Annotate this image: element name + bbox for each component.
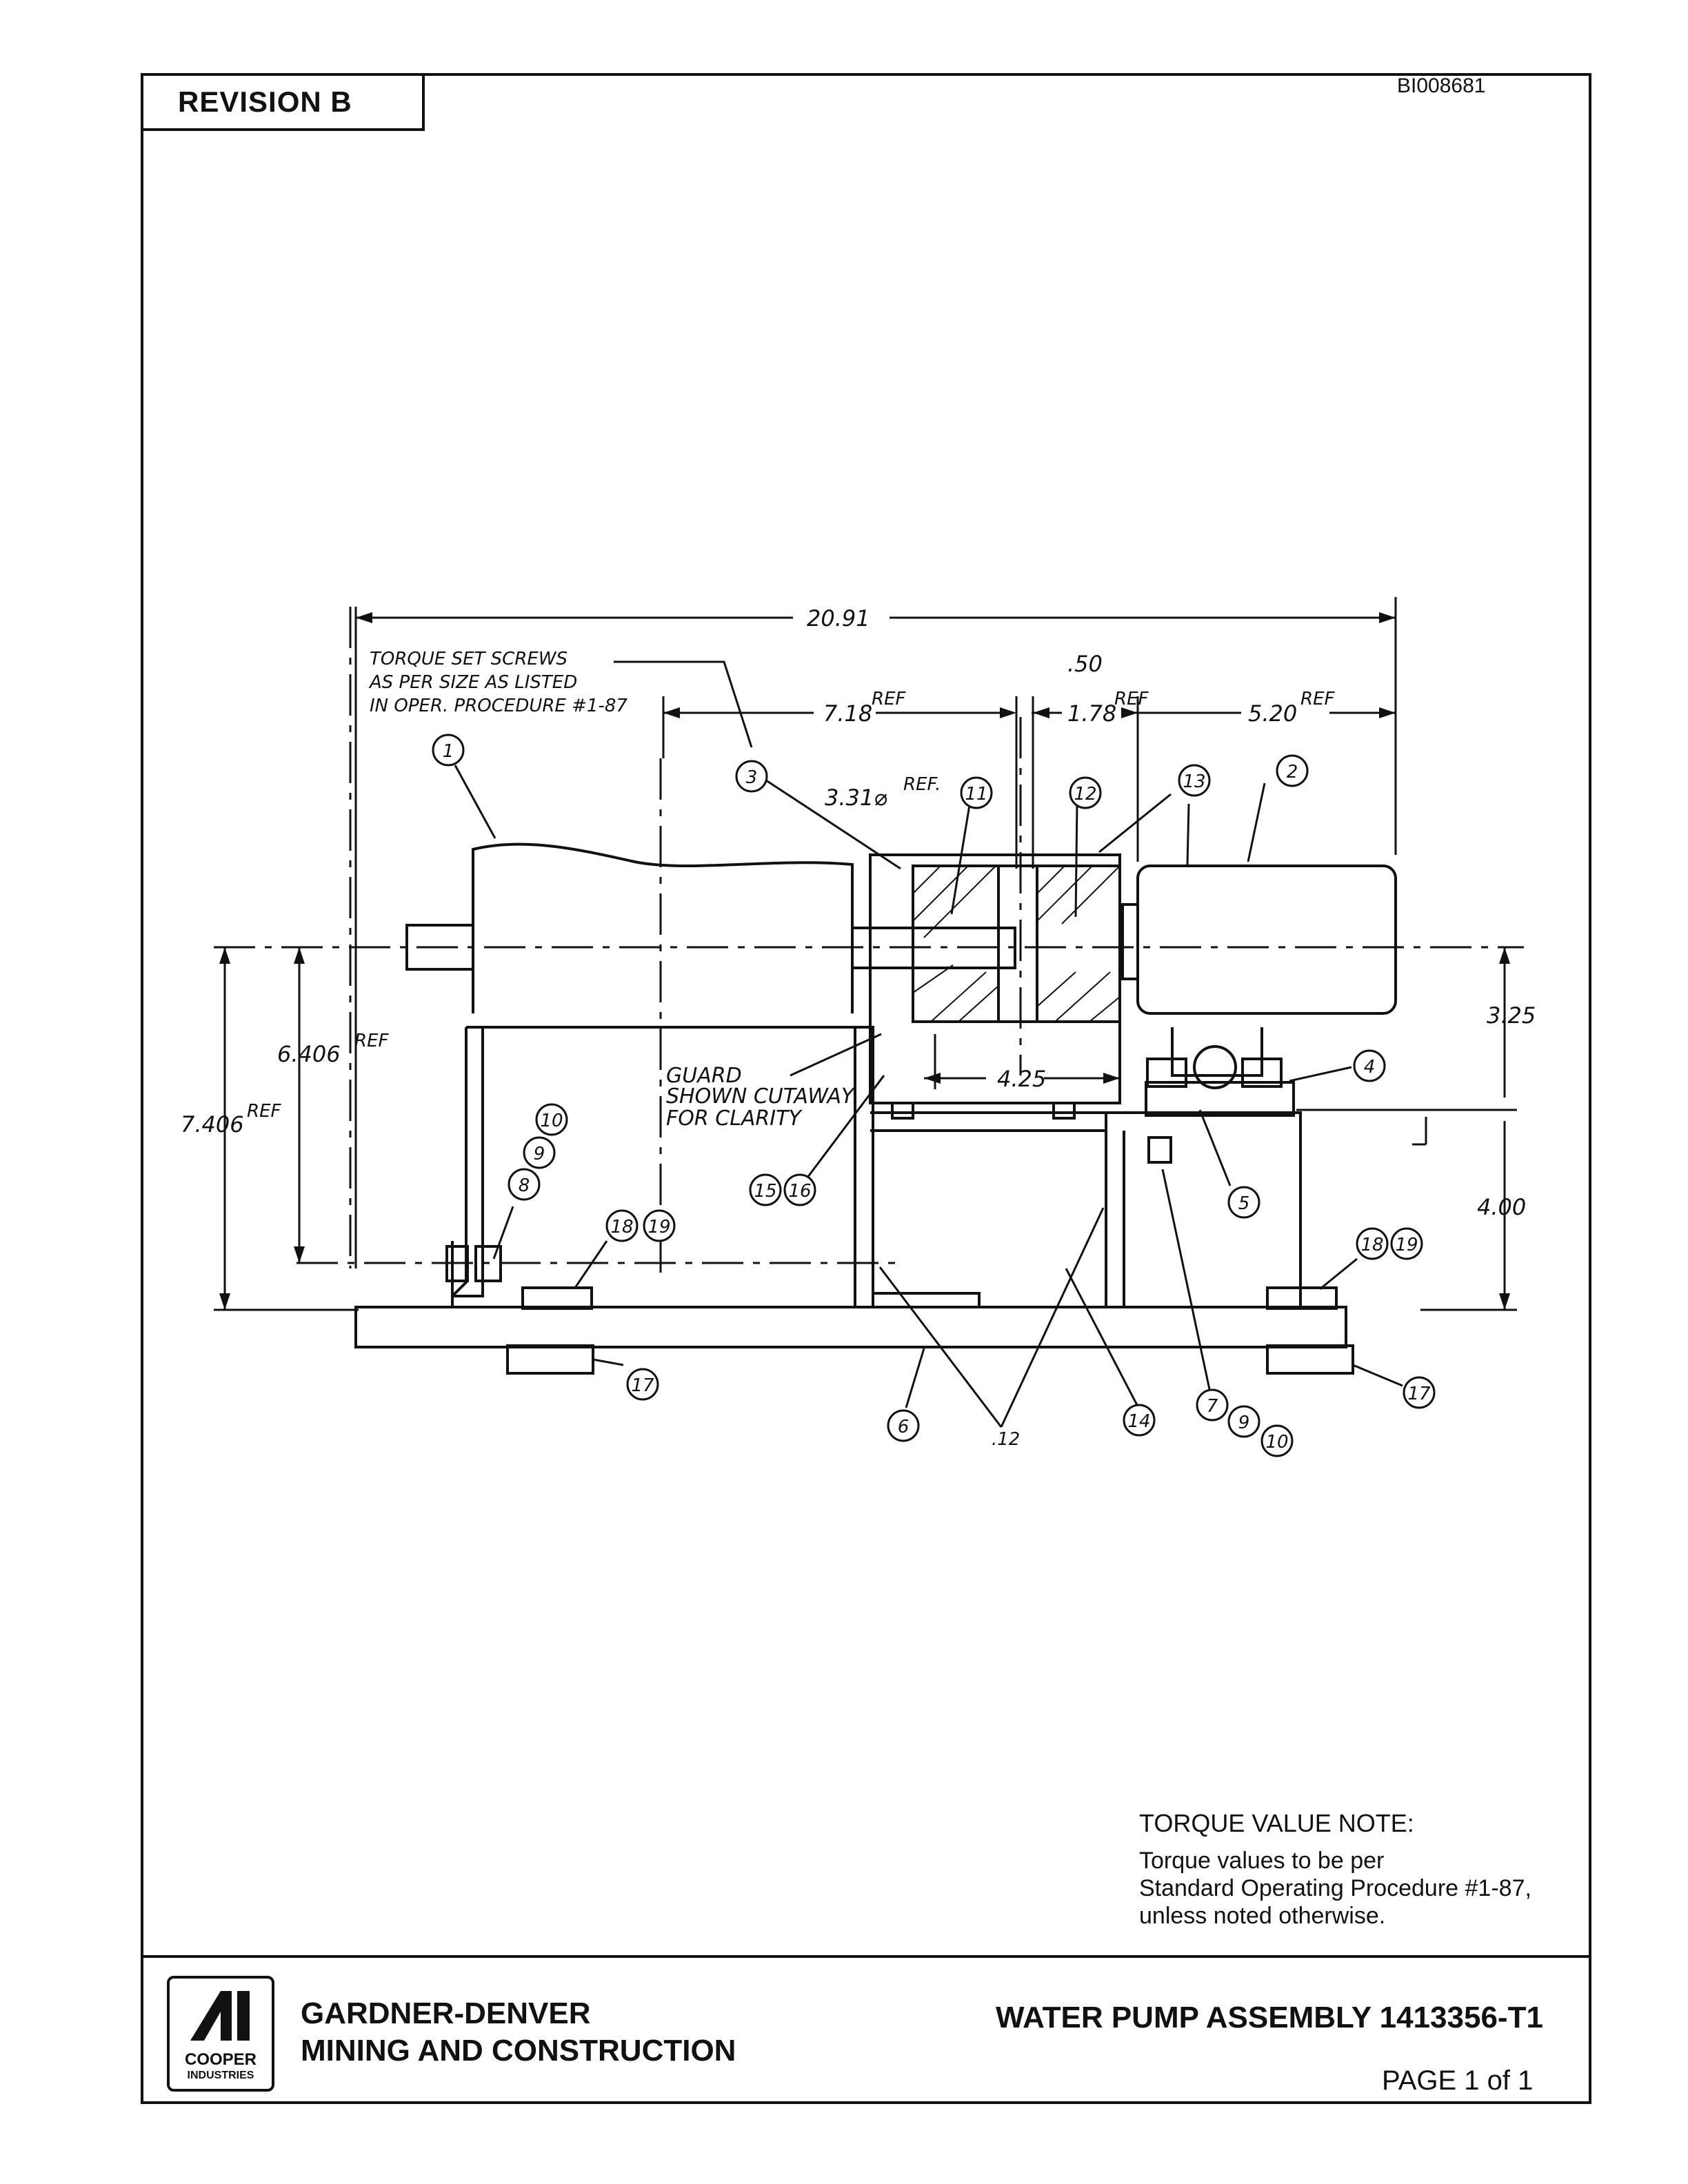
svg-text:16: 16 [788,1181,811,1202]
svg-text:19: 19 [1395,1235,1418,1255]
svg-text:8: 8 [519,1175,530,1196]
drawing-frame [141,73,1591,2104]
revision-box [141,73,425,131]
revision-label: REVISION B [178,85,352,118]
svg-text:18: 18 [610,1217,633,1237]
svg-text:9: 9 [1238,1413,1250,1433]
dim-7406: 7.406 [181,1111,244,1138]
dim-520: 5.20 [1248,700,1297,727]
svg-text:7: 7 [1207,1396,1218,1417]
svg-text:19: 19 [647,1217,670,1237]
svg-text:REF: REF [247,1101,281,1122]
pump-stand [870,1111,1302,1307]
guard-note-1: GUARD [666,1064,742,1088]
svg-text:REF.: REF. [903,774,941,795]
svg-text:2: 2 [1287,762,1298,782]
guard-note-3: FOR CLARITY [666,1106,803,1131]
dim-400: 4.00 [1477,1194,1526,1220]
dim-718: 7.18 [823,700,872,727]
dim-6406: 6.406 [277,1041,341,1067]
svg-text:18: 18 [1360,1235,1383,1255]
svg-text:11: 11 [965,784,987,805]
torque-note-heading: TORQUE VALUE NOTE: [1139,1809,1414,1837]
logo-line-2: INDUSTRIES [187,2070,254,2081]
torque-note-1: TORQUE SET SCREWS [370,649,567,669]
document-id: BI008681 [1397,74,1486,97]
svg-text:6: 6 [898,1417,910,1437]
cooper-logo-icon [190,1991,250,2041]
svg-text:15: 15 [754,1181,776,1202]
svg-text:1: 1 [443,741,454,762]
svg-text:9: 9 [534,1144,545,1164]
svg-text:4: 4 [1364,1057,1376,1078]
svg-text:10: 10 [1265,1432,1288,1453]
company-division: MINING AND CONSTRUCTION [301,2034,736,2067]
torque-note-line: Torque values to be per [1139,1848,1385,1874]
svg-text:REF: REF [1114,689,1149,709]
logo-line-1: COOPER [184,2050,257,2069]
dim-shaft-gap: .50 [1067,651,1103,677]
dim-178: 1.78 [1067,700,1116,727]
page-number: PAGE 1 of 1 [1382,2065,1534,2096]
svg-text:17: 17 [1407,1384,1431,1404]
cooper-logo: COOPER INDUSTRIES [167,1976,274,2092]
svg-text:REF: REF [1300,689,1335,709]
svg-text:3: 3 [746,767,758,788]
dim-325: 3.25 [1487,1002,1536,1029]
company-name: GARDNER-DENVER [301,1996,591,2030]
dim-overall: 20.91 [807,605,870,631]
svg-text:10: 10 [540,1111,563,1131]
torque-note-2: AS PER SIZE AS LISTED [368,672,577,693]
base-plate [354,1306,1347,1348]
svg-text:13: 13 [1183,771,1205,792]
pump-body [1136,865,1397,1015]
torque-note-3: IN OPER. PROCEDURE #1-87 [370,696,627,716]
dim-coupling-dia: 3.31⌀ [825,785,887,811]
guard-note-2: SHOWN CUTAWAY [666,1084,856,1109]
svg-text:REF: REF [872,689,906,709]
torque-note-line: unless noted otherwise. [1139,1903,1386,1929]
torque-note-line: Standard Operating Procedure #1-87, [1139,1875,1531,1901]
weld-note: .12 [992,1429,1020,1450]
svg-text:14: 14 [1127,1411,1150,1432]
motor-body [472,842,854,1013]
svg-text:17: 17 [631,1375,654,1396]
svg-text:5: 5 [1238,1193,1250,1214]
coupling-half-right [1036,865,1121,1023]
coupling-guard [869,853,1121,1104]
motor-bracket [452,1026,981,1307]
assembly-title: WATER PUMP ASSEMBLY 1413356-T1 [996,2001,1543,2034]
pump-mount-plate [1145,1081,1295,1117]
svg-text:REF: REF [354,1031,389,1051]
title-block-separator [141,1955,1591,1958]
dim-425: 4.25 [997,1066,1046,1092]
svg-text:12: 12 [1074,784,1096,805]
